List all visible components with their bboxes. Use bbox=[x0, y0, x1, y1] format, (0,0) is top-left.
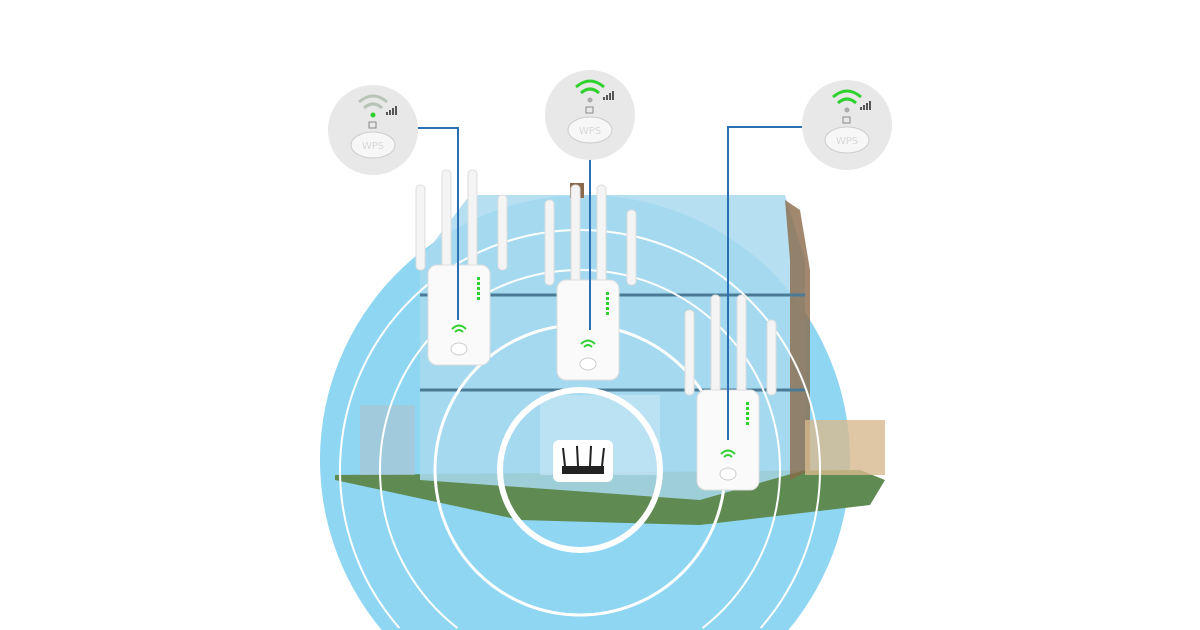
antenna bbox=[736, 294, 747, 396]
wifi-icon bbox=[575, 79, 605, 95]
status-led bbox=[477, 292, 480, 295]
wps-button bbox=[567, 116, 613, 144]
wps-callout: WPS bbox=[545, 70, 635, 160]
status-led bbox=[746, 402, 749, 405]
wifi-icon bbox=[451, 324, 467, 333]
antenna bbox=[626, 209, 637, 286]
wps-label: WPS bbox=[362, 141, 384, 152]
signal-bars-icon bbox=[869, 101, 871, 110]
status-led bbox=[606, 302, 609, 305]
repeater-body bbox=[556, 279, 620, 381]
status-led bbox=[477, 282, 480, 285]
signal-bars-icon bbox=[389, 110, 391, 115]
wps-label: WPS bbox=[579, 126, 601, 137]
signal-bars-icon bbox=[863, 105, 865, 110]
wifi-icon bbox=[580, 339, 596, 348]
signal-bars-icon bbox=[386, 112, 388, 115]
status-led bbox=[746, 407, 749, 410]
signal-bars-icon bbox=[392, 108, 394, 115]
antenna bbox=[596, 184, 607, 286]
antenna bbox=[441, 169, 452, 271]
status-led bbox=[746, 422, 749, 425]
wps-label: WPS bbox=[836, 136, 858, 147]
wifi-icon bbox=[358, 94, 388, 110]
status-led bbox=[606, 292, 609, 295]
wps-button bbox=[824, 126, 870, 154]
status-led bbox=[606, 297, 609, 300]
antenna bbox=[766, 319, 777, 396]
antenna bbox=[544, 199, 555, 286]
wps-button bbox=[450, 342, 468, 356]
status-led bbox=[477, 287, 480, 290]
signal-bars-icon bbox=[860, 107, 862, 110]
status-led bbox=[606, 312, 609, 315]
status-led bbox=[746, 412, 749, 415]
status-led bbox=[606, 307, 609, 310]
router bbox=[553, 440, 613, 482]
status-led bbox=[477, 297, 480, 300]
antenna bbox=[684, 309, 695, 396]
link-icon bbox=[368, 121, 377, 129]
link-icon bbox=[585, 106, 594, 114]
status-dot-icon bbox=[370, 112, 376, 118]
status-dot-icon bbox=[587, 97, 593, 103]
signal-bars-icon bbox=[395, 106, 397, 115]
wps-callout: WPS bbox=[328, 85, 418, 175]
signal-bars-icon bbox=[866, 103, 868, 110]
connector-lines bbox=[417, 126, 802, 440]
antenna bbox=[467, 169, 478, 271]
signal-bars-icon bbox=[612, 91, 614, 100]
antenna bbox=[570, 184, 581, 286]
status-led bbox=[746, 417, 749, 420]
wifi-icon bbox=[832, 89, 862, 105]
status-dot-icon bbox=[844, 107, 850, 113]
signal-bars-icon bbox=[609, 93, 611, 100]
antenna bbox=[415, 184, 426, 271]
signal-bars-icon bbox=[603, 97, 605, 100]
antenna bbox=[497, 194, 508, 271]
wps-callout: WPS bbox=[802, 80, 892, 170]
wps-button bbox=[350, 131, 396, 159]
wps-button bbox=[579, 357, 597, 371]
wps-button bbox=[719, 467, 737, 481]
signal-bars-icon bbox=[606, 95, 608, 100]
link-icon bbox=[842, 116, 851, 124]
wifi-repeater bbox=[544, 184, 637, 381]
status-led bbox=[477, 277, 480, 280]
antenna bbox=[710, 294, 721, 396]
wifi-icon bbox=[720, 449, 736, 458]
